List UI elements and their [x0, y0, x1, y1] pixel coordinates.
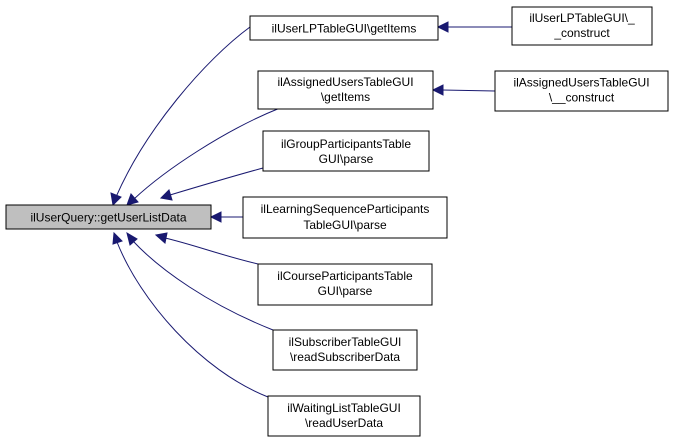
node-subscriber-read-line-1: ilSubscriberTableGUI: [289, 335, 402, 349]
edge-subscriber-to-root: [126, 231, 274, 331]
node-learning-sequence-parse-line-1: ilLearningSequenceParticipants: [261, 202, 430, 216]
node-assigned-users-construct-line-1: ilAssignedUsersTableGUI: [513, 76, 649, 90]
node-course-participants-parse[interactable]: ilCourseParticipantsTable GUI\parse: [257, 263, 433, 306]
node-group-participants-parse[interactable]: ilGroupParticipantsTable GUI\parse: [262, 130, 430, 172]
node-learning-sequence-parse-line-2: TableGUI\parse: [303, 218, 387, 232]
edge-learning-parse-to-root: [209, 211, 243, 223]
node-assigned-users-construct[interactable]: ilAssignedUsersTableGUI \__construct: [494, 70, 669, 112]
node-assigned-users-getitems[interactable]: ilAssignedUsersTableGUI \getItems: [257, 70, 434, 110]
node-learning-sequence-parse[interactable]: ilLearningSequenceParticipants TableGUI\…: [242, 196, 448, 239]
edge-waiting-to-root: [112, 231, 269, 398]
node-assigned-users-getitems-line-2: \getItems: [321, 90, 370, 104]
node-user-lp-getitems-line-1: ilUserLPTableGUI\getItems: [272, 22, 417, 36]
node-assigned-users-getitems-line-1: ilAssignedUsersTableGUI: [277, 75, 413, 89]
node-course-participants-parse-line-1: ilCourseParticipantsTable: [277, 269, 413, 283]
node-assigned-users-construct-line-2: \__construct: [549, 91, 615, 105]
node-subscriber-read[interactable]: ilSubscriberTableGUI \readSubscriberData: [272, 329, 418, 371]
node-waiting-list-read-line-1: ilWaitingListTableGUI: [287, 401, 401, 415]
edge-course-parse-to-root: [154, 232, 259, 265]
node-group-participants-parse-line-1: ilGroupParticipantsTable: [281, 137, 411, 151]
node-course-participants-parse-line-2: GUI\parse: [318, 284, 373, 298]
node-waiting-list-read-line-2: \readUserData: [305, 416, 383, 430]
node-waiting-list-read[interactable]: ilWaitingListTableGUI \readUserData: [267, 395, 421, 437]
edge-assigned-getitems-to-root: [126, 107, 281, 206]
edge-assigned-construct-to-assigned-getitems: [431, 84, 496, 96]
node-user-lp-construct[interactable]: ilUserLPTableGUI\_ _construct: [511, 6, 653, 46]
node-root[interactable]: ilUserQuery::getUserListData: [5, 204, 212, 230]
node-user-lp-construct-line-2: _construct: [553, 26, 610, 40]
node-user-lp-getitems[interactable]: ilUserLPTableGUI\getItems: [249, 15, 439, 41]
edge-lp-construct-to-lp-getitems: [436, 21, 512, 33]
node-subscriber-read-line-2: \readSubscriberData: [290, 350, 400, 364]
edges: [110, 21, 512, 398]
edge-lp-getitems-to-root: [110, 26, 251, 207]
node-group-participants-parse-line-2: GUI\parse: [319, 152, 374, 166]
node-root-line-1: ilUserQuery::getUserListData: [30, 211, 186, 225]
edge-group-parse-to-root: [159, 167, 264, 201]
node-user-lp-construct-line-1: ilUserLPTableGUI\_: [529, 11, 635, 25]
